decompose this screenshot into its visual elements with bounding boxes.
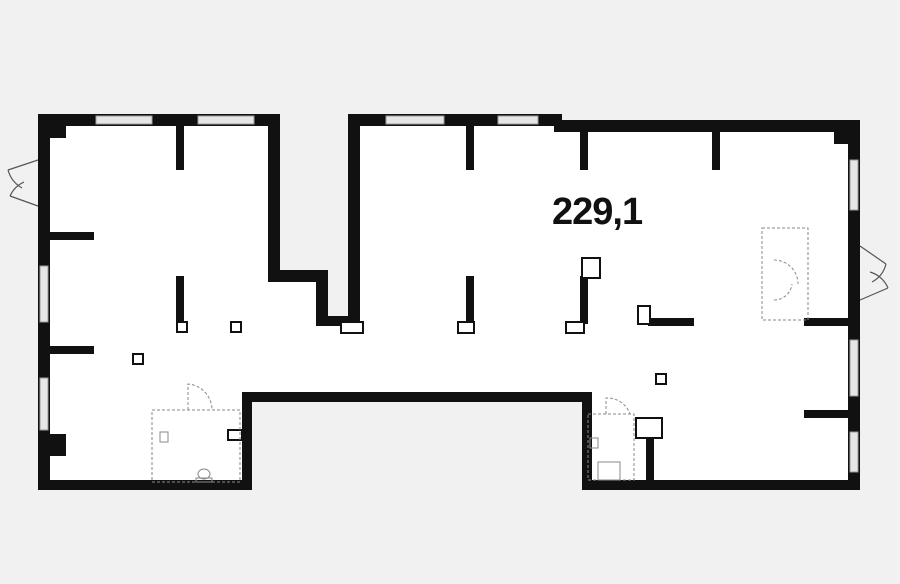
area-label: 229,1	[552, 191, 643, 233]
toilet-icons	[159, 431, 621, 483]
entrance-doors	[7, 159, 889, 301]
columns	[132, 257, 667, 441]
interior-walls	[48, 124, 850, 484]
windows	[39, 115, 859, 473]
